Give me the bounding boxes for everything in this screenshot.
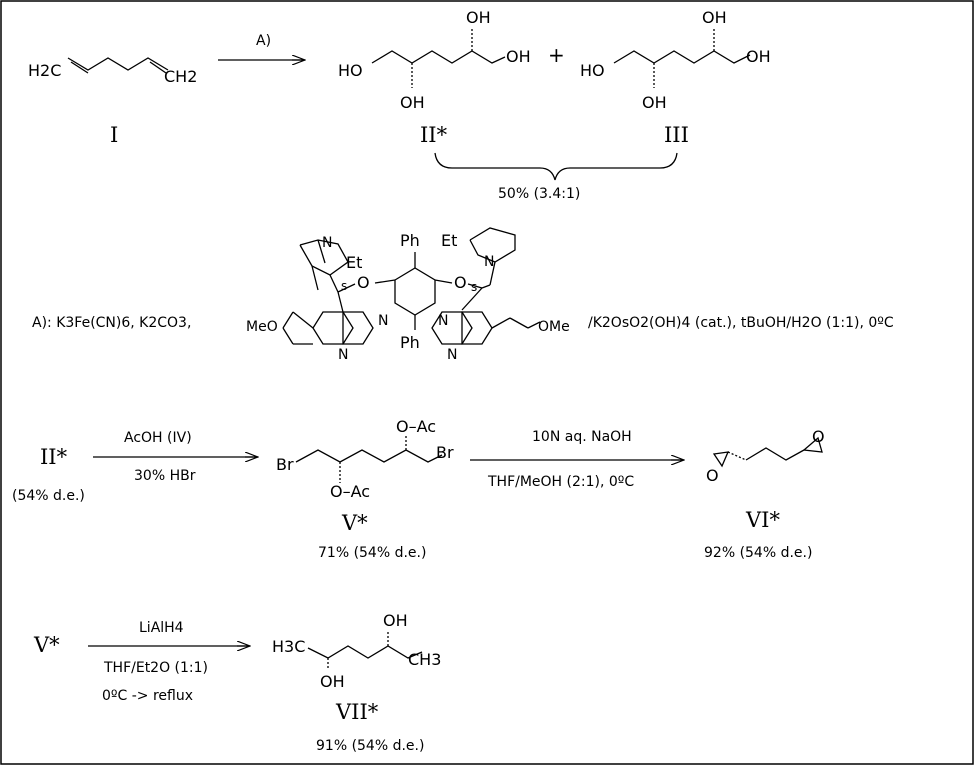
ligand-structure: N Et s O MeO N Ph Ph N N O s N Et: [246, 227, 570, 363]
v-oac-top: O–Ac: [396, 417, 436, 436]
ligand-n-quin-right: N: [447, 347, 457, 363]
iii-left-ho: HO: [580, 61, 605, 80]
ii-top-oh: OH: [466, 8, 491, 27]
reagents-prefix: A): K3Fe(CN)6, K2CO3,: [32, 315, 191, 331]
h2c-label: H2C: [28, 61, 61, 80]
arrow-lialh4-bottom2: 0ºC -> reflux: [102, 688, 193, 704]
compound-label-vii: VII*: [335, 700, 379, 724]
plus-sign: +: [548, 43, 565, 67]
ii-left-ho: HO: [338, 61, 363, 80]
arrow-a-label: A): [256, 33, 271, 49]
compound-label-i: I: [110, 123, 118, 147]
dibromide-v-structure: O–Ac O–Ac Br Br: [276, 417, 454, 501]
v-br-right: Br: [436, 443, 454, 462]
ligand-n-left: N: [322, 235, 332, 251]
arrow-naoh-bottom: THF/MeOH (2:1), 0ºC: [487, 474, 634, 490]
ii-bottom-oh: OH: [400, 93, 425, 112]
ligand-ph-top: Ph: [400, 231, 420, 250]
ligand-meo: MeO: [246, 319, 278, 335]
ligand-n-quin-left: N: [338, 347, 348, 363]
hexadiene-structure: H2C CH2: [28, 57, 197, 86]
ligand-o-left: O: [357, 273, 370, 292]
iii-right-oh: OH: [746, 47, 771, 66]
ligand-pyr-n-right: N: [438, 313, 448, 329]
ligand-s-left: s: [341, 279, 347, 293]
compound-label-iii: III: [664, 123, 689, 147]
arrow-lialh4-bottom1: THF/Et2O (1:1): [103, 660, 208, 676]
ligand-s-right: s: [471, 280, 477, 294]
vii-h3c: H3C: [272, 637, 305, 656]
vii-oh-bottom: OH: [320, 672, 345, 691]
reagents-suffix: /K2OsO2(OH)4 (cat.), tBuOH/H2O (1:1), 0º…: [588, 315, 894, 331]
ligand-ph-bottom: Ph: [400, 333, 420, 352]
ligand-n-right: N: [484, 254, 494, 270]
ligand-pyr-n-left: N: [378, 313, 388, 329]
row4-start-compound: V*: [33, 633, 60, 657]
tetraol-iii-structure: OH OH HO OH: [580, 8, 771, 112]
v-yield: 71% (54% d.e.): [318, 545, 426, 561]
diepoxide-vi-structure: O O: [706, 427, 825, 485]
ligand-ome: OMe: [538, 319, 570, 335]
arrow-lialh4-top: LiAlH4: [139, 620, 184, 636]
arrow-iv-top: AcOH (IV): [124, 430, 192, 446]
product-brace: [434, 152, 678, 181]
row3-start-de: (54% d.e.): [12, 488, 85, 504]
compound-label-ii: II*: [420, 123, 448, 147]
vii-yield: 91% (54% d.e.): [316, 738, 424, 754]
compound-label-v: V*: [341, 511, 368, 535]
ligand-o-right: O: [454, 273, 467, 292]
vii-oh-top: OH: [383, 611, 408, 630]
arrow-naoh-top: 10N aq. NaOH: [532, 429, 632, 445]
ch2-label: CH2: [164, 67, 197, 86]
vi-yield: 92% (54% d.e.): [704, 545, 812, 561]
diol-vii-structure: H3C CH3 OH OH: [272, 611, 441, 691]
row1-yield: 50% (3.4:1): [498, 186, 580, 202]
v-oac-bottom: O–Ac: [330, 482, 370, 501]
iii-bottom-oh: OH: [642, 93, 667, 112]
tetraol-ii-structure: OH OH HO OH: [338, 8, 531, 112]
ligand-et-left: Et: [346, 253, 362, 272]
arrow-iv-bottom: 30% HBr: [134, 468, 196, 484]
vi-o-left: O: [706, 466, 719, 485]
vi-o-right: O: [812, 427, 825, 446]
compound-label-vi: VI*: [745, 508, 780, 532]
vii-ch3: CH3: [408, 650, 441, 669]
ligand-et-right: Et: [441, 231, 457, 250]
row3-start-compound: II*: [40, 445, 68, 469]
iii-top-oh: OH: [702, 8, 727, 27]
v-br-left: Br: [276, 455, 294, 474]
ii-right-oh: OH: [506, 47, 531, 66]
